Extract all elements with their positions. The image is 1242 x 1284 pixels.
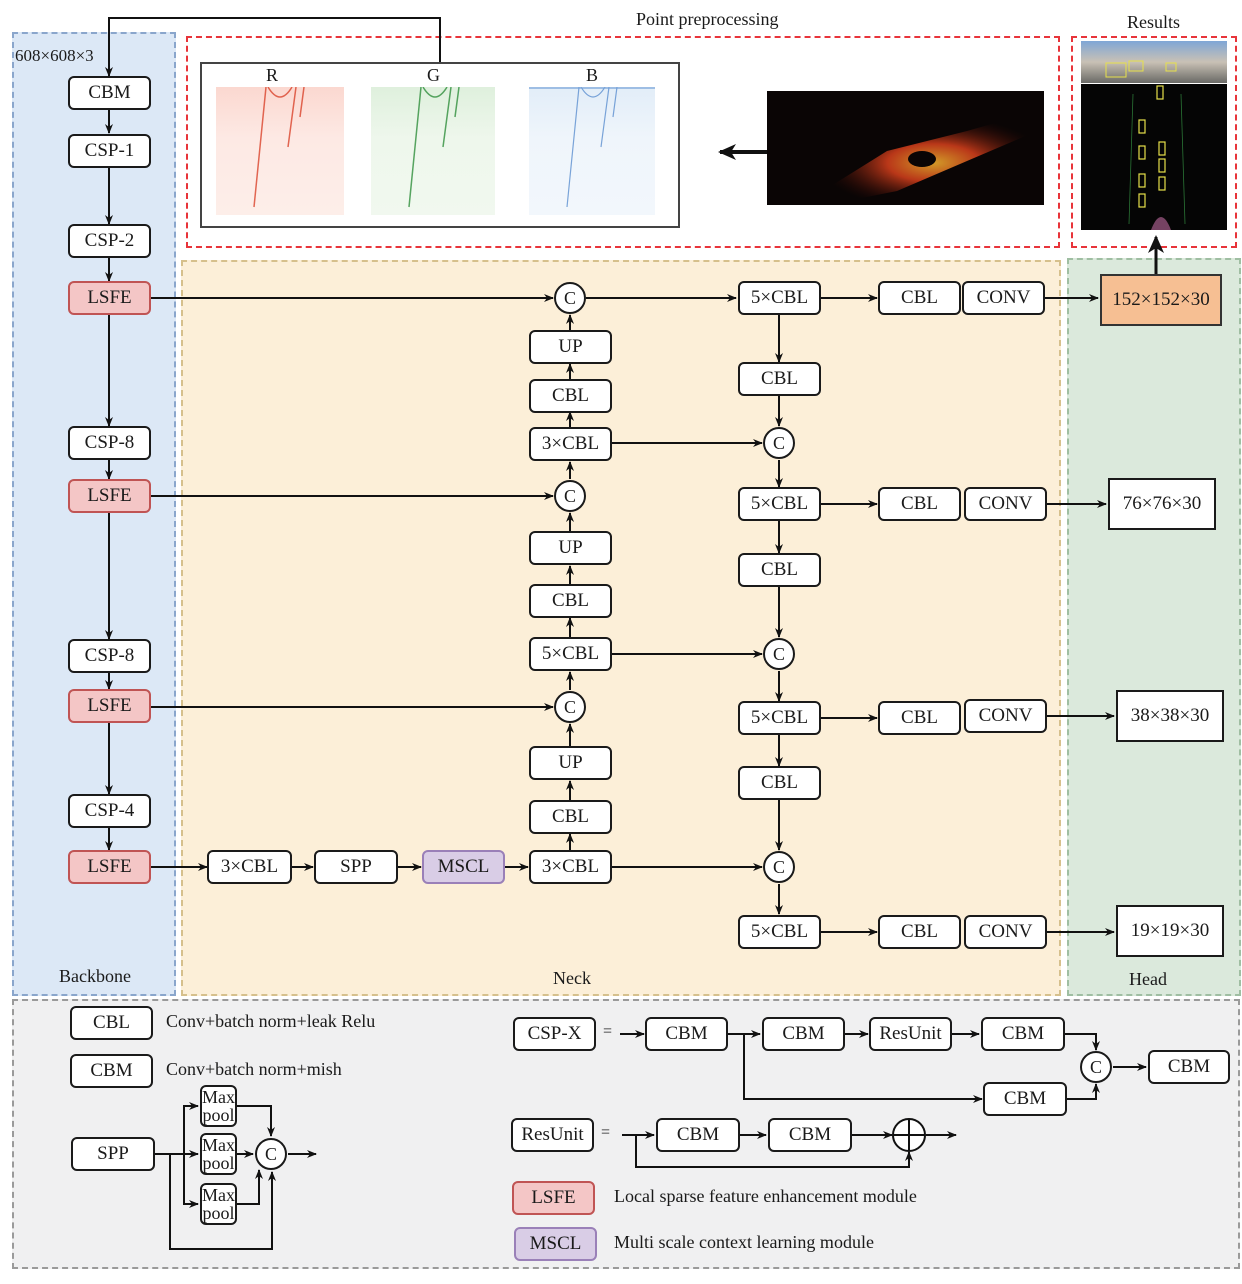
legend-maxpool-1: Max pool [200, 1085, 237, 1127]
concat-down-3: C [763, 851, 795, 883]
legend-csp-cbm-3: CBM [981, 1017, 1065, 1051]
point-preprocessing-region [186, 36, 1060, 248]
backbone-csp-8-b: CSP-8 [68, 639, 151, 673]
bev-result-image [1081, 84, 1227, 230]
legend-csp-resunit: ResUnit [869, 1017, 952, 1051]
neck-label: Neck [553, 968, 591, 988]
neck-3xcbl-input: 3×CBL [207, 850, 292, 884]
channel-label-r: R [266, 65, 279, 85]
head-conv-2: CONV [964, 487, 1047, 521]
backbone-csp-1: CSP-1 [68, 134, 151, 168]
legend-csp-cbm-4: CBM [983, 1082, 1067, 1116]
neck-up-1: UP [529, 330, 612, 364]
concat-down-1: C [763, 427, 795, 459]
legend-maxpool-2: Max pool [200, 1133, 237, 1175]
neck-cbl-up-3: CBL [529, 800, 612, 834]
neck-cbl-up-2: CBL [529, 584, 612, 618]
backbone-csp-2: CSP-2 [68, 224, 151, 258]
backbone-lsfe-3: LSFE [68, 689, 151, 723]
legend-lsfe-box: LSFE [512, 1181, 595, 1215]
head-conv-1: CONV [962, 281, 1045, 315]
red-channel-image [216, 87, 344, 215]
legend-resunit-cbm-2: CBM [768, 1118, 852, 1152]
legend-mscl-desc: Multi scale context learning module [614, 1232, 874, 1252]
backbone-label: Backbone [59, 966, 131, 986]
neck-5xcbl-down-1: 5×CBL [738, 281, 821, 315]
legend-csp-eq: = [603, 1023, 613, 1040]
neck-cbl-up-1: CBL [529, 379, 612, 413]
neck-3xcbl-mid: 3×CBL [529, 427, 612, 461]
green-channel-image [371, 87, 495, 215]
head-label: Head [1129, 969, 1167, 989]
neck-5xcbl-up: 5×CBL [529, 637, 612, 671]
backbone-region [12, 32, 176, 996]
head-conv-4: CONV [964, 915, 1047, 949]
output-76: 76×76×30 [1108, 478, 1216, 530]
concat-up-2: C [554, 480, 586, 512]
point-cloud-image [767, 91, 1044, 205]
head-cbl-1: CBL [878, 281, 961, 315]
legend-spp-concat: C [255, 1138, 287, 1170]
input-size-label: 608×608×3 [15, 46, 94, 65]
legend-spp-box: SPP [71, 1137, 155, 1171]
legend-resunit-box: ResUnit [511, 1118, 594, 1152]
neck-cbl-down-1: CBL [738, 362, 821, 396]
concat-down-2: C [763, 638, 795, 670]
legend-csp-x-box: CSP-X [513, 1017, 596, 1051]
output-19: 19×19×30 [1116, 905, 1224, 957]
results-label: Results [1127, 12, 1181, 32]
neck-5xcbl-down-2: 5×CBL [738, 487, 821, 521]
neck-cbl-down-2: CBL [738, 553, 821, 587]
legend-csp-concat: C [1080, 1051, 1112, 1083]
concat-up-3: C [554, 691, 586, 723]
neck-cbl-down-3: CBL [738, 766, 821, 800]
legend-cbm-box: CBM [70, 1054, 153, 1088]
head-cbl-4: CBL [878, 915, 961, 949]
output-38: 38×38×30 [1116, 690, 1224, 742]
camera-result-image [1081, 41, 1227, 83]
head-cbl-3: CBL [878, 701, 961, 735]
backbone-csp-8-a: CSP-8 [68, 426, 151, 460]
backbone-csp-4: CSP-4 [68, 794, 151, 828]
legend-csp-cbm-2: CBM [762, 1017, 845, 1051]
backbone-lsfe-1: LSFE [68, 281, 151, 315]
legend-lsfe-desc: Local sparse feature enhancement module [614, 1186, 917, 1206]
channel-label-g: G [427, 65, 440, 85]
legend-cbl-desc: Conv+batch norm+leak Relu [166, 1011, 376, 1031]
legend-cbm-desc: Conv+batch norm+mish [166, 1059, 342, 1079]
blue-channel-image [529, 87, 655, 215]
neck-5xcbl-down-4: 5×CBL [738, 915, 821, 949]
point-preprocessing-label: Point preprocessing [636, 9, 779, 29]
legend-maxpool-3: Max pool [200, 1183, 237, 1225]
legend-resunit-eq: = [601, 1124, 611, 1141]
backbone-lsfe-2: LSFE [68, 479, 151, 513]
concat-up-1: C [554, 282, 586, 314]
legend-mscl-box: MSCL [514, 1227, 597, 1261]
neck-up-3: UP [529, 746, 612, 780]
backbone-cbm: CBM [68, 76, 151, 110]
channel-label-b: B [586, 65, 599, 85]
legend-csp-cbm-1: CBM [645, 1017, 728, 1051]
legend-csp-cbm-out: CBM [1148, 1050, 1230, 1084]
legend-resunit-cbm-1: CBM [656, 1118, 740, 1152]
neck-5xcbl-down-3: 5×CBL [738, 701, 821, 735]
head-conv-3: CONV [964, 699, 1047, 733]
head-cbl-2: CBL [878, 487, 961, 521]
neck-spp: SPP [314, 850, 398, 884]
head-region [1067, 258, 1241, 996]
neck-mscl: MSCL [422, 850, 505, 884]
backbone-lsfe-4: LSFE [68, 850, 151, 884]
output-152: 152×152×30 [1100, 274, 1222, 326]
legend-cbl-box: CBL [70, 1006, 153, 1040]
neck-up-2: UP [529, 531, 612, 565]
neck-3xcbl-bottom: 3×CBL [529, 850, 612, 884]
